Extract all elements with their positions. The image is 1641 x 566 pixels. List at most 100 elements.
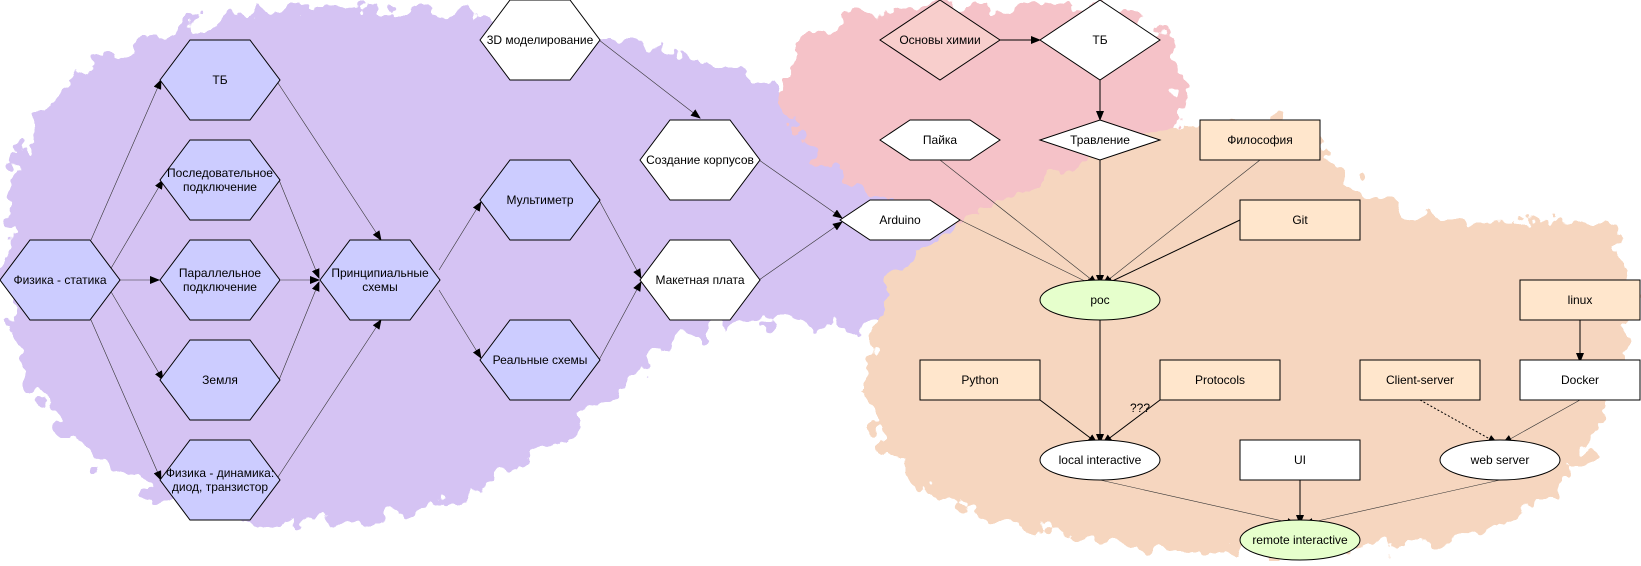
node-client-server[interactable]: Client-server: [1359, 359, 1481, 401]
node-label: local interactive: [1059, 453, 1142, 467]
edge-statika-dinamika: [90, 319, 162, 481]
node-label: Python: [961, 373, 998, 387]
node-label: 3D моделирование: [487, 33, 594, 47]
node-shape: [159, 239, 281, 321]
edge-dinamika-princ: [275, 319, 382, 481]
node-local-interactive[interactable]: local interactive: [1039, 439, 1161, 481]
node-shape: [159, 339, 281, 421]
node-shape: [1199, 119, 1321, 161]
node-label: Мультиметр: [506, 193, 573, 207]
edge-label-protocols-local: ???: [1130, 401, 1150, 415]
node-label: poc: [1090, 293, 1109, 307]
edge-docker-web: [1502, 399, 1581, 444]
node-filosofiya[interactable]: Философия: [1199, 119, 1321, 161]
edge-payka-poc: [939, 159, 1098, 285]
node-osnovy-himii[interactable]: Основы химии: [879, 0, 1001, 81]
node-label: Физика - статика: [13, 273, 106, 287]
node-shape: [1239, 199, 1361, 241]
edge-clientserver-web: [1419, 399, 1498, 444]
node-label: Физика - динамика:диод, транзистор: [166, 466, 274, 494]
node-label: Травление: [1070, 133, 1130, 147]
node-shape: [1439, 439, 1561, 481]
node-shape: [839, 199, 961, 241]
node-label: Создание корпусов: [646, 153, 754, 167]
node-protocols[interactable]: Protocols: [1159, 359, 1281, 401]
edge-princ-realnye: [438, 289, 482, 359]
node-shape: [639, 119, 761, 201]
software-region: [867, 117, 1633, 553]
node-fizika-dinamika[interactable]: Физика - динамика:диод, транзистор: [159, 439, 281, 521]
node-label: ТБ: [212, 73, 227, 87]
edge-statika-tb: [90, 79, 162, 241]
node-payka[interactable]: Пайка: [879, 119, 1001, 161]
node-shape: [159, 139, 281, 221]
node-tb-right[interactable]: ТБ: [1039, 0, 1161, 81]
edge-posled-princ: [278, 179, 320, 279]
node-poc[interactable]: poc: [1039, 279, 1161, 321]
node-fizika-statika[interactable]: Физика - статика: [0, 239, 121, 321]
node-shape: [319, 239, 441, 321]
edge-git-poc: [1103, 219, 1241, 286]
node-label: Реальные схемы: [493, 353, 588, 367]
node-zemlya[interactable]: Земля: [159, 339, 281, 421]
edge-protocols-local: [1102, 399, 1161, 444]
node-label: Земля: [202, 373, 238, 387]
node-maketnaya-plata[interactable]: Макетная плата: [639, 239, 761, 321]
edge-korpus-arduino: [758, 159, 843, 219]
node-linux[interactable]: linux: [1519, 279, 1641, 321]
edge-princ-multimetr: [438, 201, 482, 271]
node-web-server[interactable]: web server: [1439, 439, 1561, 481]
node-ui[interactable]: UI: [1239, 439, 1361, 481]
node-label: remote interactive: [1252, 533, 1348, 547]
node-shape: [1038, 119, 1162, 161]
node-docker[interactable]: Docker: [1519, 359, 1641, 401]
node-label: Client-server: [1386, 373, 1454, 387]
node-label: ТБ: [1092, 33, 1107, 47]
edge-statika-posled: [109, 179, 164, 271]
node-label: Git: [1292, 213, 1308, 227]
node-label: Философия: [1227, 133, 1293, 147]
node-shape: [1239, 439, 1361, 481]
node-arduino[interactable]: Arduino: [839, 199, 961, 241]
node-python[interactable]: Python: [919, 359, 1041, 401]
node-tb-left[interactable]: ТБ: [159, 39, 281, 121]
node-multimetr[interactable]: Мультиметр: [479, 159, 601, 241]
node-sozdanie-korpusov[interactable]: Создание корпусов: [639, 119, 761, 201]
node-label: Protocols: [1195, 373, 1245, 387]
node-shape: [879, 0, 1001, 81]
node-shape: [159, 439, 281, 521]
node-shape: [1519, 279, 1641, 321]
node-travlenie[interactable]: Травление: [1038, 119, 1162, 161]
node-label: linux: [1568, 293, 1593, 307]
edge-tb-princ: [275, 79, 382, 241]
node-git[interactable]: Git: [1239, 199, 1361, 241]
edge-maket-arduino: [758, 221, 843, 281]
node-shape: [1159, 359, 1281, 401]
edge-arduino-poc: [959, 219, 1096, 287]
edge-zemlya-princ: [278, 281, 320, 381]
node-shape: [639, 239, 761, 321]
node-shape: [1039, 439, 1161, 481]
node-remote-interactive[interactable]: remote interactive: [1239, 519, 1361, 561]
node-label: Пайка: [923, 133, 958, 147]
node-label: UI: [1294, 453, 1306, 467]
edge-multimetr-maket: [598, 199, 642, 279]
edges: [90, 36, 1584, 526]
edge-web-remote: [1303, 479, 1501, 526]
node-shape: [1239, 519, 1361, 561]
node-realnye-shemy[interactable]: Реальные схемы: [479, 319, 601, 401]
node-shape: [1519, 359, 1641, 401]
edge-statika-zemlya: [109, 289, 164, 381]
node-modelirovanie-3d[interactable]: 3D моделирование: [479, 0, 601, 81]
node-shape: [479, 159, 601, 241]
node-shape: [1039, 0, 1161, 81]
